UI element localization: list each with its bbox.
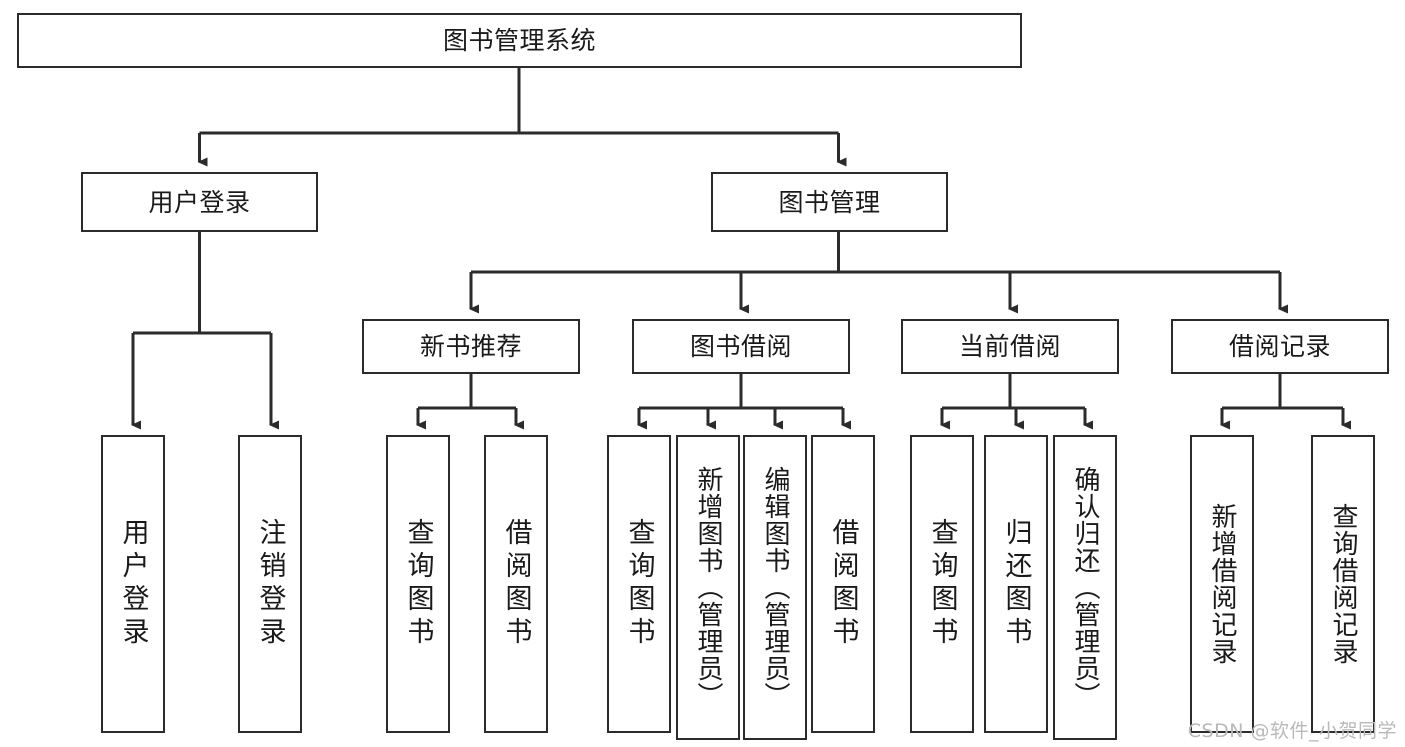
node-new-book-rec-label: 新书推荐	[419, 332, 522, 361]
node-borrow-record[interactable]: 借阅记录	[1171, 319, 1389, 374]
node-leaf-query-record[interactable]: 查询借阅记录	[1311, 435, 1375, 733]
borrow-record-to-leaves-connectors	[1220, 374, 1351, 430]
node-leaf-borrow-book-2[interactable]: 借阅图书	[811, 435, 875, 733]
node-leaf-add-book-label: 新增图书（管理员）	[693, 466, 723, 709]
node-current-borrow[interactable]: 当前借阅	[901, 319, 1119, 374]
node-leaf-add-book[interactable]: 新增图书（管理员）	[676, 435, 740, 740]
node-leaf-return-book[interactable]: 归还图书	[984, 435, 1048, 733]
current-borrow-to-leaves-connectors	[940, 374, 1093, 430]
node-leaf-confirm-return[interactable]: 确认归还（管理员）	[1053, 435, 1117, 740]
node-leaf-edit-book[interactable]: 编辑图书（管理员）	[743, 435, 807, 740]
user-login-to-leaves-connectors	[131, 232, 279, 430]
root-to-level1-connectors	[197, 68, 847, 167]
node-book-borrow[interactable]: 图书借阅	[632, 319, 850, 374]
node-root[interactable]: 图书管理系统	[17, 13, 1022, 68]
csdn-watermark: CSDN @软件_小贺同学	[1187, 720, 1397, 742]
node-leaf-borrow-book-1[interactable]: 借阅图书	[484, 435, 548, 733]
node-leaf-borrow-book-2-label: 借阅图书	[827, 518, 859, 650]
node-leaf-user-login-label: 用户登录	[117, 518, 149, 650]
book-manage-to-level2-connectors	[469, 232, 1288, 314]
node-book-manage[interactable]: 图书管理	[711, 172, 948, 232]
node-leaf-logout[interactable]: 注销登录	[238, 435, 302, 733]
node-leaf-query-book-1-label: 查询图书	[402, 518, 434, 650]
node-borrow-record-label: 借阅记录	[1228, 332, 1331, 361]
node-book-manage-label: 图书管理	[778, 187, 881, 217]
node-leaf-query-book-3-label: 查询图书	[926, 518, 958, 650]
node-user-login[interactable]: 用户登录	[81, 172, 318, 232]
node-leaf-add-record[interactable]: 新增借阅记录	[1190, 435, 1254, 733]
node-leaf-borrow-book-1-label: 借阅图书	[500, 518, 532, 650]
node-leaf-query-book-1[interactable]: 查询图书	[386, 435, 450, 733]
node-leaf-confirm-return-label: 确认归还（管理员）	[1070, 466, 1100, 709]
node-leaf-logout-label: 注销登录	[254, 518, 286, 650]
node-book-borrow-label: 图书借阅	[689, 332, 792, 361]
node-leaf-query-record-label: 查询借阅记录	[1328, 503, 1358, 665]
node-leaf-query-book-2[interactable]: 查询图书	[607, 435, 671, 733]
node-leaf-query-book-2-label: 查询图书	[623, 518, 655, 650]
node-current-borrow-label: 当前借阅	[958, 332, 1061, 361]
book-borrow-to-leaves-connectors	[637, 374, 851, 430]
new-book-rec-to-leaves-connectors	[416, 374, 524, 430]
node-leaf-return-book-label: 归还图书	[1000, 518, 1032, 650]
node-leaf-add-record-label: 新增借阅记录	[1207, 503, 1237, 665]
node-leaf-query-book-3[interactable]: 查询图书	[910, 435, 974, 733]
node-leaf-edit-book-label: 编辑图书（管理员）	[760, 466, 790, 709]
node-user-login-label: 用户登录	[148, 187, 251, 217]
node-new-book-rec[interactable]: 新书推荐	[362, 319, 580, 374]
node-root-label: 图书管理系统	[442, 26, 596, 55]
node-leaf-user-login[interactable]: 用户登录	[101, 435, 165, 733]
